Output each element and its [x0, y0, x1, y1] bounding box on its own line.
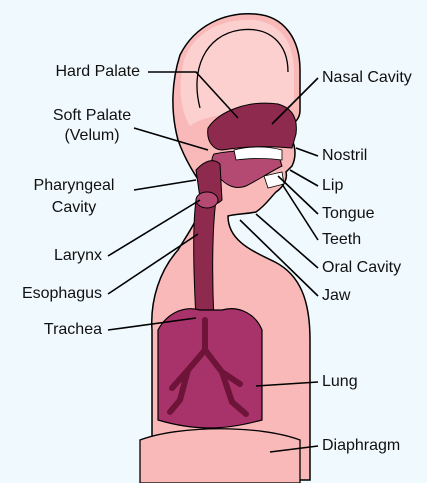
- teeth-shape: [234, 147, 282, 160]
- label-nostril: Nostril: [322, 147, 367, 164]
- label-soft-palate-line1: Soft Palate: [53, 107, 131, 124]
- leader-lip: [290, 170, 318, 186]
- label-larynx: Larynx: [54, 247, 102, 264]
- label-teeth: Teeth: [322, 231, 361, 248]
- label-pharyngeal-line2: Cavity: [52, 199, 96, 216]
- label-hard-palate: Hard Palate: [56, 63, 141, 80]
- label-lip: Lip: [322, 177, 343, 194]
- label-diaphragm: Diaphragm: [322, 437, 400, 454]
- leader-pharyngeal: [134, 180, 196, 190]
- label-esophagus: Esophagus: [22, 285, 102, 302]
- label-nasal-cavity: Nasal Cavity: [322, 69, 412, 86]
- label-tongue: Tongue: [322, 205, 375, 222]
- label-soft-palate-line2: (Velum): [64, 127, 119, 144]
- leader-teeth: [282, 184, 318, 240]
- leader-nostril: [296, 148, 318, 156]
- label-trachea: Trachea: [44, 321, 102, 338]
- label-pharyngeal-line1: Pharyngeal: [34, 177, 115, 194]
- trachea-tube: [194, 200, 216, 320]
- label-jaw: Jaw: [322, 287, 351, 304]
- label-lung: Lung: [322, 373, 358, 390]
- label-oral-cavity: Oral Cavity: [322, 259, 401, 276]
- diaphragm-shape: [140, 429, 300, 483]
